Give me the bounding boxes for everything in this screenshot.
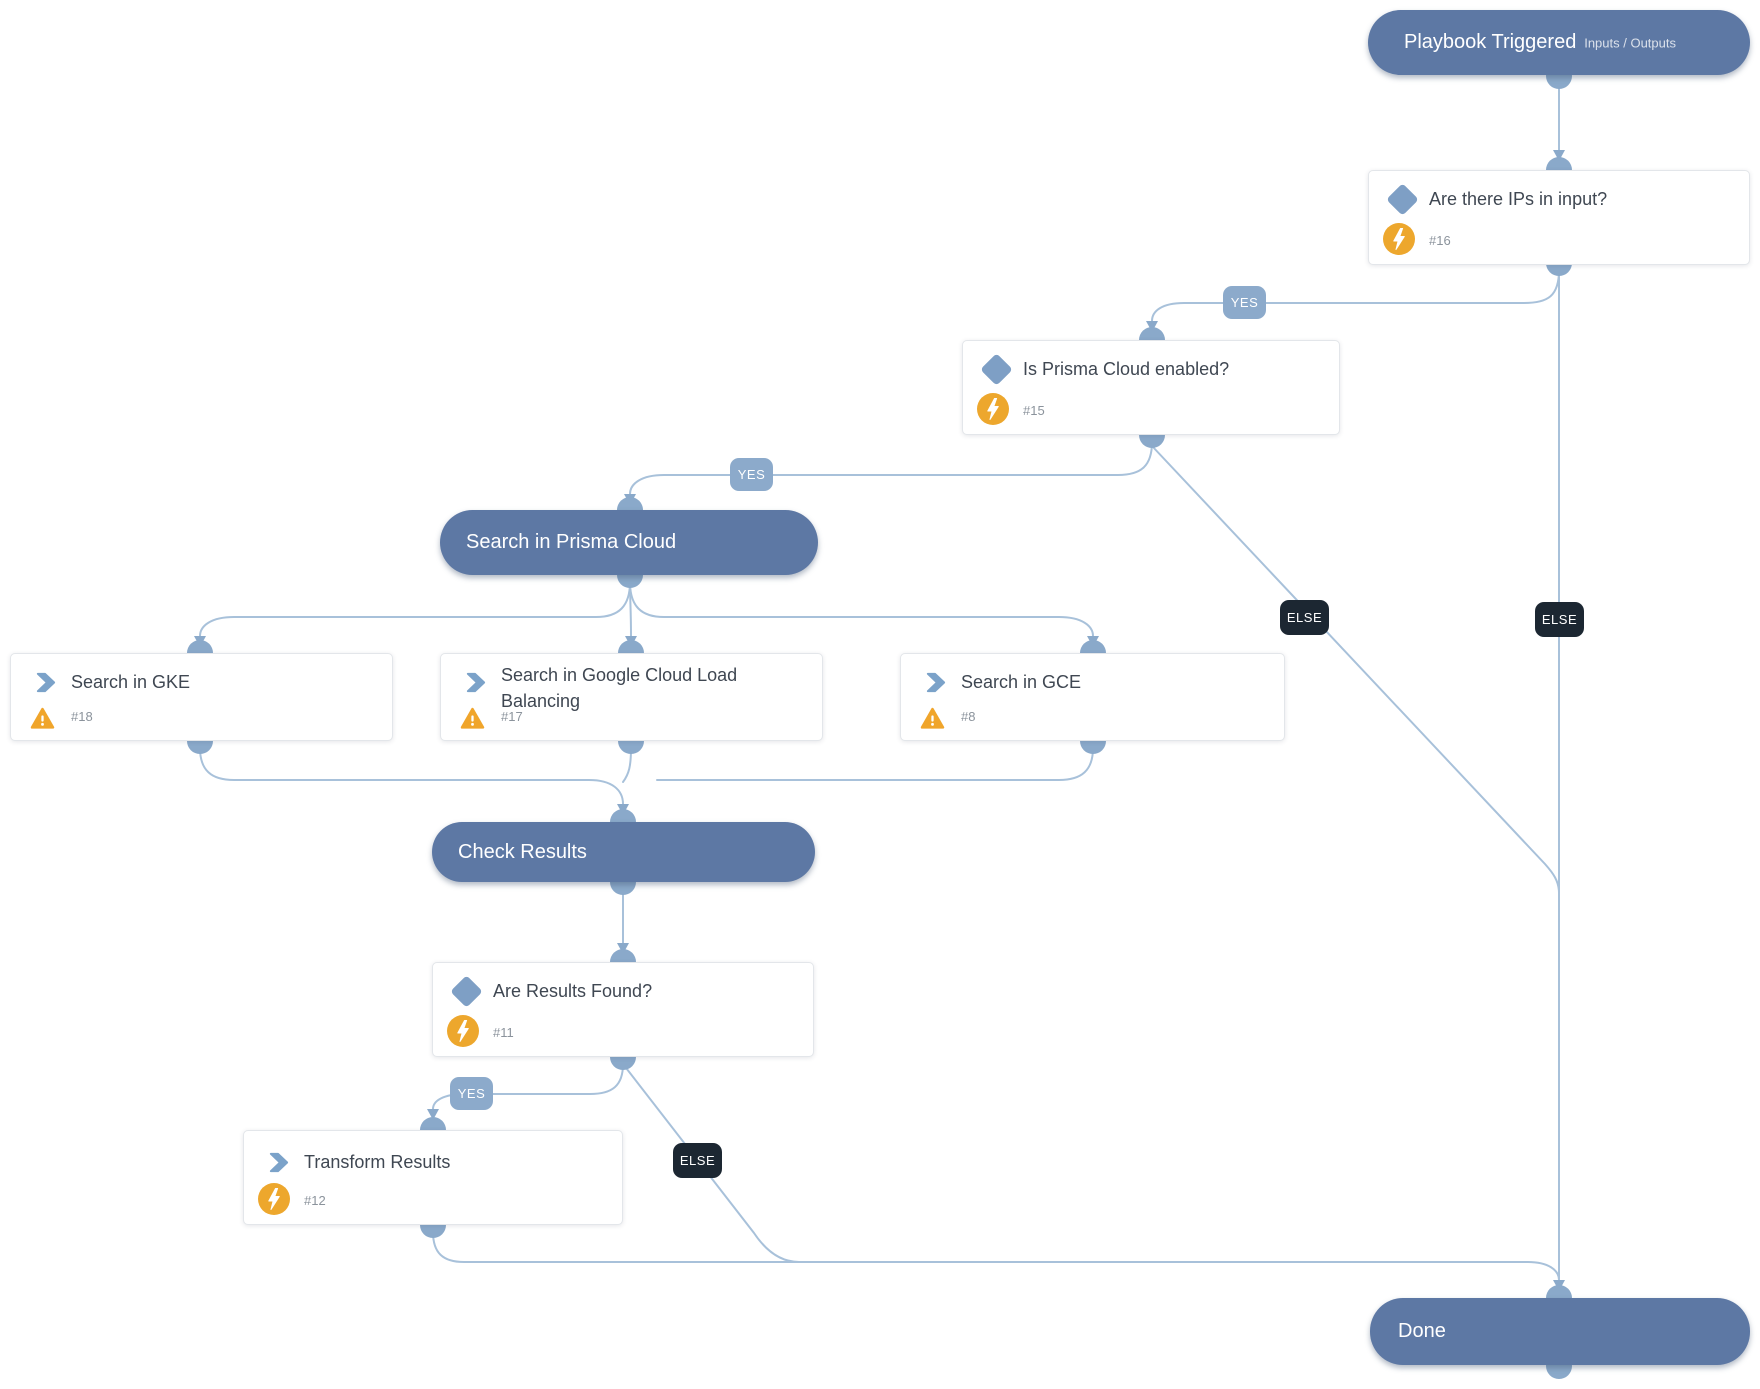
condition-diamond-icon <box>450 975 483 1008</box>
edge-arrowheads <box>194 150 1565 1291</box>
edge-prisma-yes <box>629 441 1153 495</box>
done-node[interactable]: Done <box>1370 1298 1750 1365</box>
section-title: Search in Prisma Cloud <box>466 531 677 553</box>
condition-node-is-prisma-enabled[interactable]: Is Prisma Cloud enabled? #15 <box>962 340 1340 435</box>
automation-bolt-icon <box>977 393 1009 425</box>
task-id: #17 <box>501 709 523 724</box>
task-id: #16 <box>1429 233 1451 248</box>
playbook-triggered-header[interactable]: Playbook Triggered Inputs / Outputs <box>1368 10 1750 75</box>
node-title: Is Prisma Cloud enabled? <box>1023 359 1230 379</box>
edge-label-else-results: ELSE <box>673 1143 722 1178</box>
yes-label-text: YES <box>1230 295 1259 310</box>
condition-diamond-icon <box>1386 183 1419 216</box>
task-id: #18 <box>71 709 93 724</box>
warning-icon <box>460 707 485 729</box>
task-chevron-icon <box>36 672 56 693</box>
edge-ips-yes <box>1151 269 1560 322</box>
automation-bolt-icon <box>1383 223 1415 255</box>
node-title: Are there IPs in input? <box>1429 189 1608 209</box>
automation-bolt-icon <box>447 1015 479 1047</box>
done-title: Done <box>1398 1320 1446 1342</box>
task-node-search-in-gke[interactable]: Search in GKE #18 <box>10 653 393 741</box>
task-chevron-icon <box>466 672 486 693</box>
task-id: #11 <box>493 1025 514 1040</box>
automation-bolt-icon <box>258 1183 290 1215</box>
condition-diamond-icon <box>980 353 1013 386</box>
warning-icon <box>920 707 945 729</box>
task-id: #15 <box>1023 403 1045 418</box>
edge-branch-right <box>629 581 1094 637</box>
warning-icon <box>30 707 55 729</box>
edge-branch-left <box>199 581 631 637</box>
section-search-in-prisma-cloud[interactable]: Search in Prisma Cloud <box>440 510 818 575</box>
edge-label-yes-prisma: YES <box>730 458 773 491</box>
edge-label-yes-results: YES <box>450 1077 493 1110</box>
condition-node-are-there-ips[interactable]: Are there IPs in input? #16 <box>1368 170 1750 265</box>
condition-node-are-results-found[interactable]: Are Results Found? #11 <box>432 962 814 1057</box>
edge-merge-left <box>199 747 624 805</box>
edge-label-yes-ips: YES <box>1223 286 1266 319</box>
task-node-search-in-gclb[interactable]: Search in Google Cloud Load Balancing #1… <box>440 653 823 741</box>
edge-label-else-ips: ELSE <box>1535 602 1584 637</box>
edge-label-else-prisma: ELSE <box>1280 600 1329 635</box>
task-node-transform-results[interactable]: Transform Results #12 <box>243 1130 623 1225</box>
node-title: Are Results Found? <box>493 981 653 1001</box>
section-title: Check Results <box>458 840 587 863</box>
else-label-text: ELSE <box>679 1153 716 1168</box>
section-check-results[interactable]: Check Results <box>432 822 815 882</box>
task-chevron-icon <box>269 1152 289 1173</box>
task-id: #8 <box>961 709 976 724</box>
inputs-outputs-link[interactable]: Inputs / Outputs <box>1584 35 1676 50</box>
edge-prisma-else <box>1151 445 1560 894</box>
yes-label-text: YES <box>457 1086 486 1101</box>
node-title: Search in GCE <box>961 672 1082 692</box>
edge-results-yes <box>432 1063 624 1110</box>
task-chevron-icon <box>926 672 946 693</box>
else-label-text: ELSE <box>1286 610 1323 625</box>
node-title: Transform Results <box>304 1152 451 1172</box>
edge-merge-right <box>656 747 1094 781</box>
node-title: Search in Google Cloud Load Balancing <box>501 665 738 711</box>
else-label-text: ELSE <box>1541 612 1578 627</box>
edge-transform-to-done <box>432 1231 1560 1281</box>
playbook-triggered-title: Playbook Triggered <box>1404 31 1577 53</box>
yes-label-text: YES <box>737 467 766 482</box>
node-title: Search in GKE <box>71 672 191 692</box>
task-node-search-in-gce[interactable]: Search in GCE #8 <box>900 653 1285 741</box>
task-id: #12 <box>304 1193 326 1208</box>
